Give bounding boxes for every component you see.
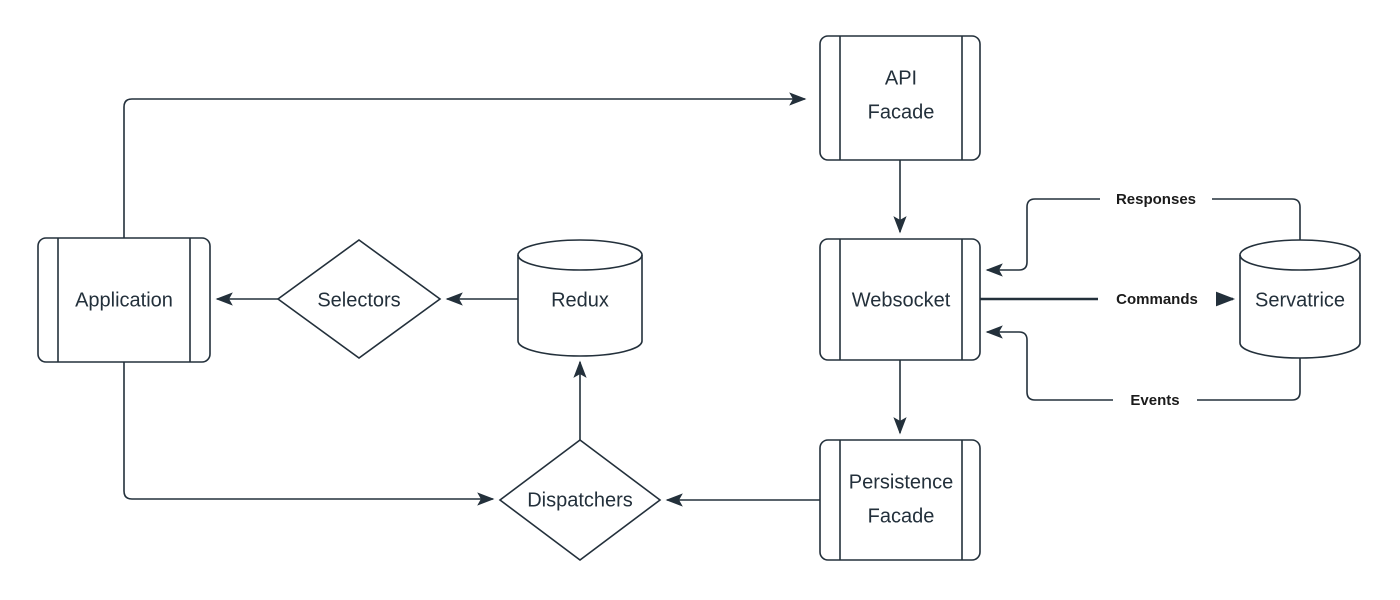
node-application-label: Application (75, 289, 173, 311)
node-selectors[interactable]: Selectors (276, 239, 442, 359)
edge-label-events: Events (1113, 390, 1197, 410)
node-redux[interactable]: Redux (517, 239, 643, 357)
node-api-facade[interactable]: API Facade (819, 35, 981, 161)
edge-label-events-text: Events (1130, 392, 1179, 409)
node-websocket-label: Websocket (852, 289, 951, 311)
node-selectors-label: Selectors (317, 289, 400, 311)
edge-application-to-dispatchers (123, 362, 495, 506)
edge-label-commands-text: Commands (1116, 291, 1198, 308)
edge-label-responses-text: Responses (1116, 191, 1196, 208)
node-dispatchers[interactable]: Dispatchers (498, 439, 662, 561)
node-api-facade-label-line2: Facade (868, 101, 935, 123)
node-dispatchers-label: Dispatchers (527, 489, 633, 511)
edge-label-commands: Commands (1098, 289, 1216, 309)
edge-servatrice-to-websocket-responses (985, 198, 1301, 277)
node-websocket[interactable]: Websocket (819, 238, 981, 361)
node-persistence-facade-label-line1: Persistence (849, 471, 954, 493)
node-persistence-facade-label-line2: Facade (868, 505, 935, 527)
edge-servatrice-to-websocket-events (985, 325, 1301, 401)
edge-label-responses: Responses (1100, 189, 1212, 209)
edge-application-to-api-facade (123, 92, 807, 238)
node-application[interactable]: Application (37, 237, 211, 363)
node-redux-label: Redux (551, 289, 609, 311)
node-servatrice-label: Servatrice (1255, 289, 1345, 311)
node-persistence-facade[interactable]: Persistence Facade (819, 439, 981, 561)
node-api-facade-label-line1: API (885, 67, 917, 89)
node-servatrice[interactable]: Servatrice (1239, 239, 1361, 359)
